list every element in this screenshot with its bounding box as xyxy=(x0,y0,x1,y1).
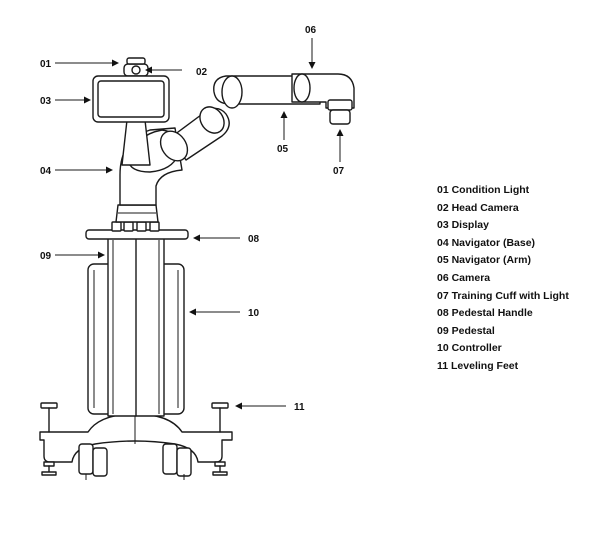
leveling-foot-right xyxy=(211,402,229,476)
legend-item: 05 Navigator (Arm) xyxy=(437,254,531,267)
legend-item: 04 Navigator (Base) xyxy=(437,236,536,249)
callout-05: 05 xyxy=(277,144,289,155)
legend-item: 01 Condition Light xyxy=(437,184,530,196)
legend-item: 07 Training Cuff with Light xyxy=(437,289,569,302)
callout-06: 06 xyxy=(305,25,317,36)
pedestal-handle-plate xyxy=(85,221,189,240)
caster-right xyxy=(162,443,192,480)
parts-legend: 01 Condition Light 02 Head Camera 03 Dis… xyxy=(437,182,569,376)
callout-08: 08 xyxy=(248,234,260,245)
legend-item: 09 Pedestal xyxy=(437,324,495,337)
callout-01: 01 xyxy=(40,59,52,70)
camera-head xyxy=(327,99,353,125)
legend-item: 10 Controller xyxy=(437,342,502,355)
callout-09: 09 xyxy=(40,251,52,262)
pedestal-column xyxy=(107,237,165,417)
callout-02: 02 xyxy=(196,67,208,78)
callout-04: 04 xyxy=(40,166,52,177)
legend-item: 11 Leveling Feet xyxy=(437,359,519,372)
caster-left xyxy=(78,443,108,480)
legend-item: 06 Camera xyxy=(437,271,491,284)
base-frame xyxy=(39,413,233,463)
legend-item: 03 Display xyxy=(437,219,489,232)
leader-lines xyxy=(55,38,344,410)
callout-07: 07 xyxy=(333,166,345,177)
arm-upper xyxy=(213,73,355,109)
arm-lower xyxy=(159,106,230,162)
callout-numbers: 01 02 03 04 05 06 07 08 09 10 11 xyxy=(40,25,345,413)
callout-11: 11 xyxy=(294,402,305,413)
leveling-foot-left xyxy=(40,402,58,476)
display-assembly xyxy=(92,57,170,166)
callout-10: 10 xyxy=(248,308,260,319)
legend-item: 02 Head Camera xyxy=(437,201,519,214)
legend-item: 08 Pedestal Handle xyxy=(437,307,533,320)
callout-03: 03 xyxy=(40,96,52,107)
